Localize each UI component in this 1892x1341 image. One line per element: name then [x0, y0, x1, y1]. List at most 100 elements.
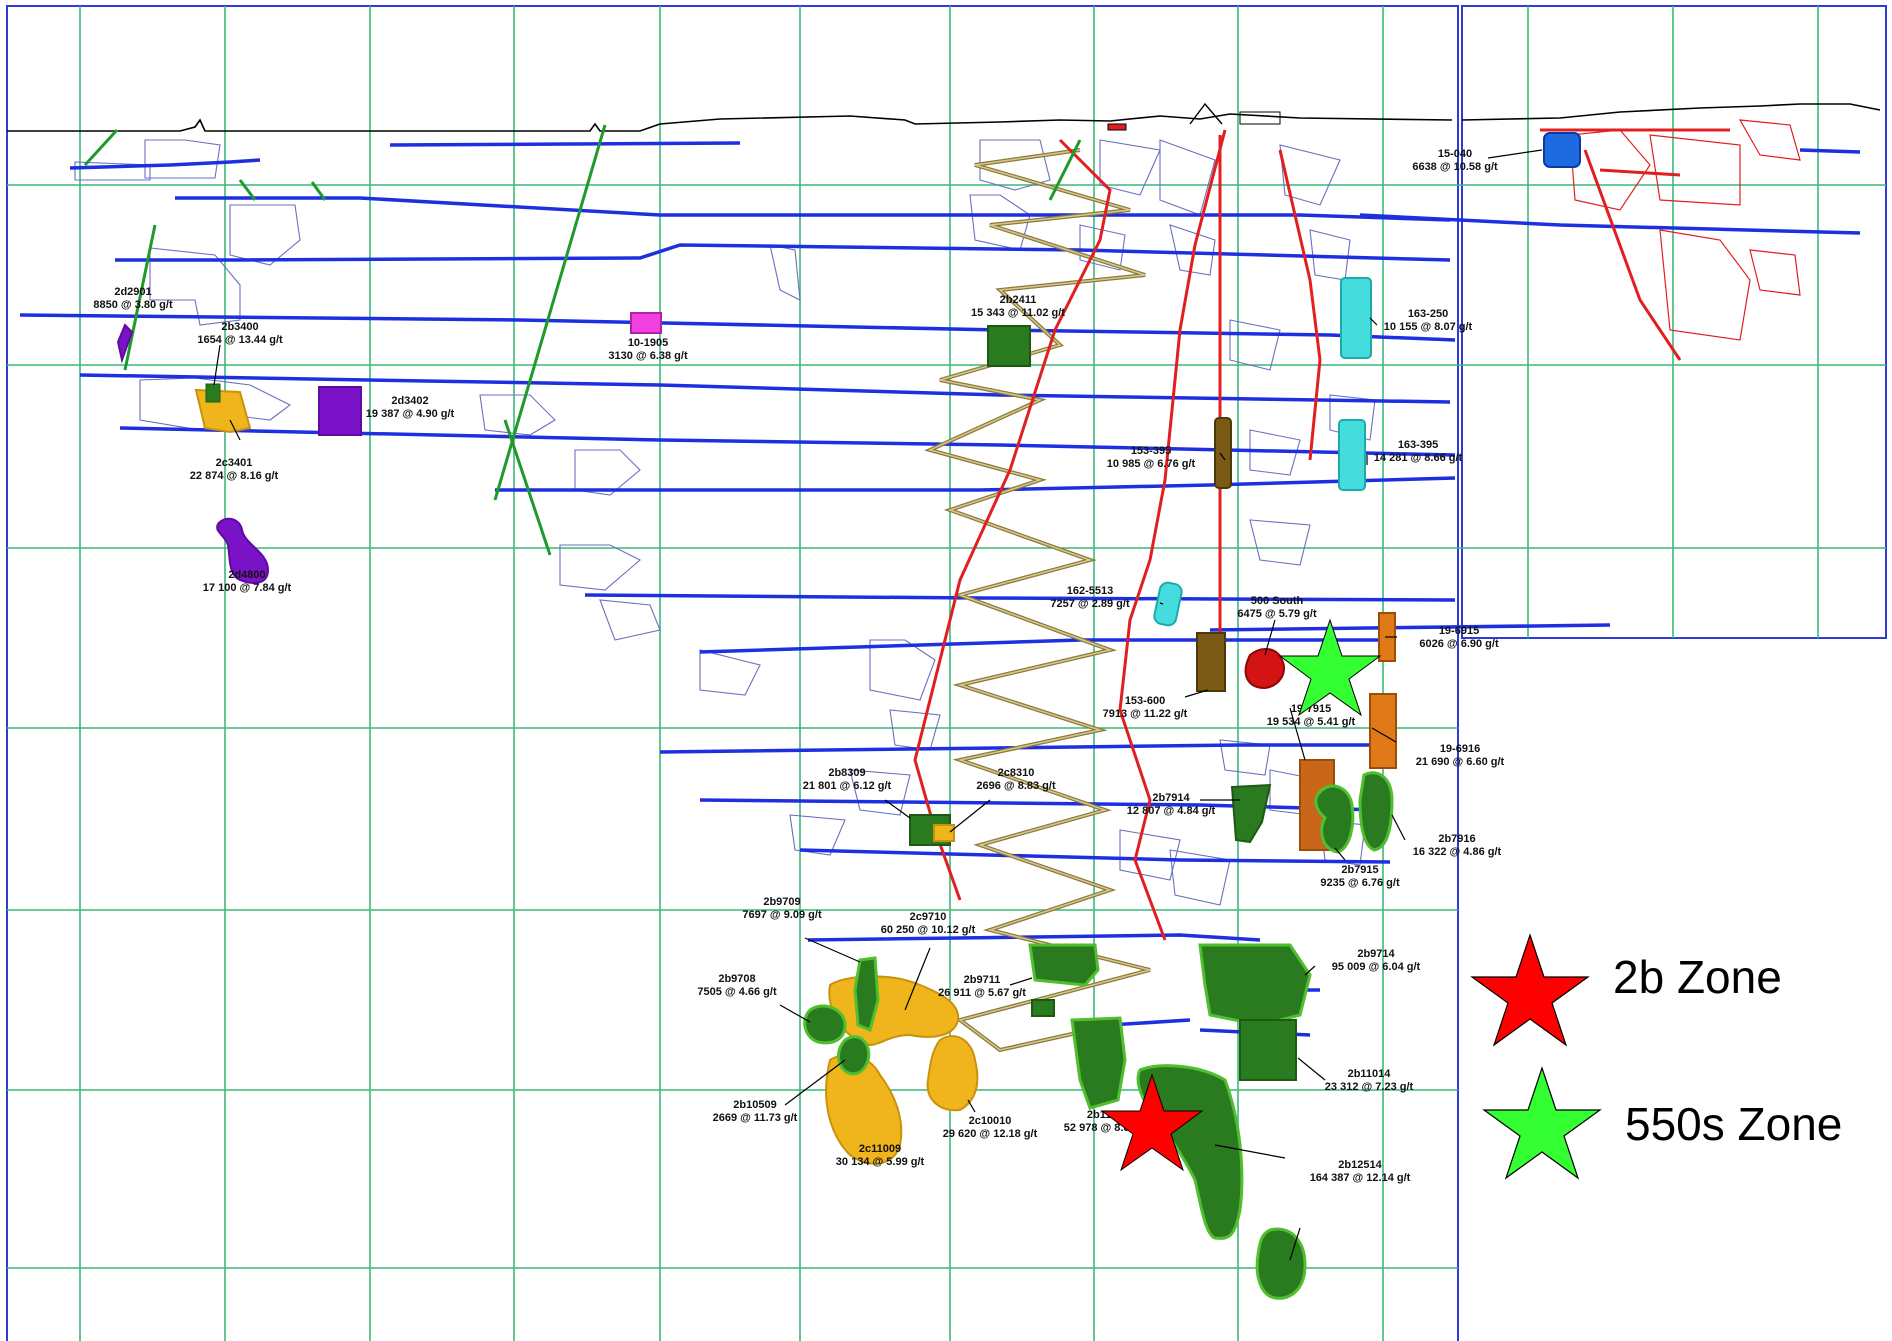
legend: 2b Zone 550s Zone [1470, 933, 1842, 1180]
ore-zones [116, 132, 1581, 1300]
zone-label-line: 10 155 @ 8.07 g/t [1384, 321, 1473, 333]
zone-2b9711-upper [1028, 943, 1100, 987]
zone-label-line: 2b7915 [1341, 864, 1378, 876]
zone-163-395 [1338, 419, 1366, 491]
zone-label-line: 2b9714 [1357, 948, 1395, 960]
zone-label-line: 10-1905 [628, 337, 668, 349]
zone-2b3400 [205, 383, 221, 403]
zone-label-line: 2c10010 [969, 1115, 1012, 1127]
zone-label-line: 2b7916 [1438, 833, 1475, 845]
zone-label-line: 2d4800 [228, 569, 265, 581]
zone-label-line: 162-5513 [1067, 585, 1114, 597]
zone-label-line: 2c9710 [910, 911, 947, 923]
zone-label-line: 2b12514 [1338, 1159, 1382, 1171]
decline-ramp-centre [927, 149, 1151, 1051]
surface-topography [7, 113, 1453, 132]
zone-label-line: 9235 @ 6.76 g/t [1320, 877, 1400, 889]
zone-label-line: 29 620 @ 12.18 g/t [943, 1128, 1038, 1140]
zone-153-600 [1196, 632, 1226, 692]
main-frame [6, 5, 1459, 1341]
stope-outlines [74, 139, 1376, 906]
zone-163-250 [1340, 277, 1372, 359]
zone-label-line: 500 South [1251, 595, 1304, 607]
zone-label-line: 2c3401 [216, 457, 253, 469]
zone-2b12514-lower [1255, 1227, 1307, 1300]
zone-label-line: 16 322 @ 4.86 g/t [1413, 846, 1502, 858]
zone-2c3401 [194, 388, 252, 434]
zone-15-040 [1543, 132, 1581, 168]
leader-lines [213, 149, 1543, 1261]
inset-red-stopes [1569, 119, 1801, 341]
zone-2d4800 [216, 517, 270, 584]
zone-label-line: 17 100 @ 7.84 g/t [203, 582, 292, 594]
zone-2b9709 [853, 956, 880, 1033]
zone-label-line: 10 985 @ 6.76 g/t [1107, 458, 1196, 470]
inset-topography [1461, 103, 1881, 121]
zone-label-line: 6026 @ 6.90 g/t [1419, 638, 1499, 650]
zone-label-line: 7913 @ 11.22 g/t [1103, 708, 1188, 720]
legend-label-2b: 2b Zone [1613, 951, 1782, 1003]
zone-label-line: 2d3402 [391, 395, 428, 407]
zone-label-line: 6638 @ 10.58 g/t [1412, 161, 1498, 173]
zone-153-395 [1214, 417, 1232, 489]
zone-label-line: 2d2901 [114, 286, 151, 298]
legend-label-550s: 550s Zone [1625, 1098, 1842, 1150]
headframe [1107, 123, 1127, 131]
zone-label-line: 153-600 [1125, 695, 1165, 707]
faults-green [83, 124, 1082, 556]
red-star-icon [1470, 933, 1590, 1047]
zone-2c8310 [933, 824, 955, 842]
zone-label-line: 6475 @ 5.79 g/t [1237, 608, 1317, 620]
zone-label-line: 163-395 [1398, 439, 1438, 451]
zone-label-line: 2b11014 [1348, 1068, 1392, 1080]
green-star-icon [1482, 1066, 1602, 1180]
zone-10-1905 [630, 312, 662, 334]
zone-label-line: 12 807 @ 4.84 g/t [1127, 805, 1216, 817]
zone-label-line: 7505 @ 4.66 g/t [697, 986, 777, 998]
zone-2b9714 [1198, 943, 1312, 1027]
zone-19-6916 [1369, 693, 1397, 769]
coordinate-grid [7, 6, 1886, 1341]
zone-label-line: 2c8310 [998, 767, 1035, 779]
zone-label-line: 2b9709 [763, 896, 800, 908]
zone-label-line: 2b7914 [1152, 792, 1190, 804]
zone-label-line: 21 801 @ 6.12 g/t [803, 780, 892, 792]
zone-label-line: 19 387 @ 4.90 g/t [366, 408, 455, 420]
zone-label-line: 1654 @ 13.44 g/t [197, 334, 283, 346]
zone-162-5513 [1153, 581, 1183, 627]
zone-label-line: 15-040 [1438, 148, 1472, 160]
zone-label-line: 26 911 @ 5.67 g/t [938, 987, 1026, 999]
zone-label-line: 19-6915 [1439, 625, 1479, 637]
zone-label-line: 23 312 @ 7.23 g/t [1325, 1081, 1414, 1093]
zone-2b9708 [803, 1004, 847, 1045]
zone-label-line: 2b10509 [733, 1099, 776, 1111]
zone-2c10010 [926, 1035, 979, 1112]
zone-label-line: 7257 @ 2.89 g/t [1050, 598, 1130, 610]
zone-label-line: 153-395 [1131, 445, 1171, 457]
zone-label-line: 2b8309 [828, 767, 865, 779]
zone-2b11014 [1239, 1019, 1297, 1081]
zone-label-line: 2b9711 [964, 974, 1001, 986]
zone-label-line: 60 250 @ 10.12 g/t [881, 924, 976, 936]
